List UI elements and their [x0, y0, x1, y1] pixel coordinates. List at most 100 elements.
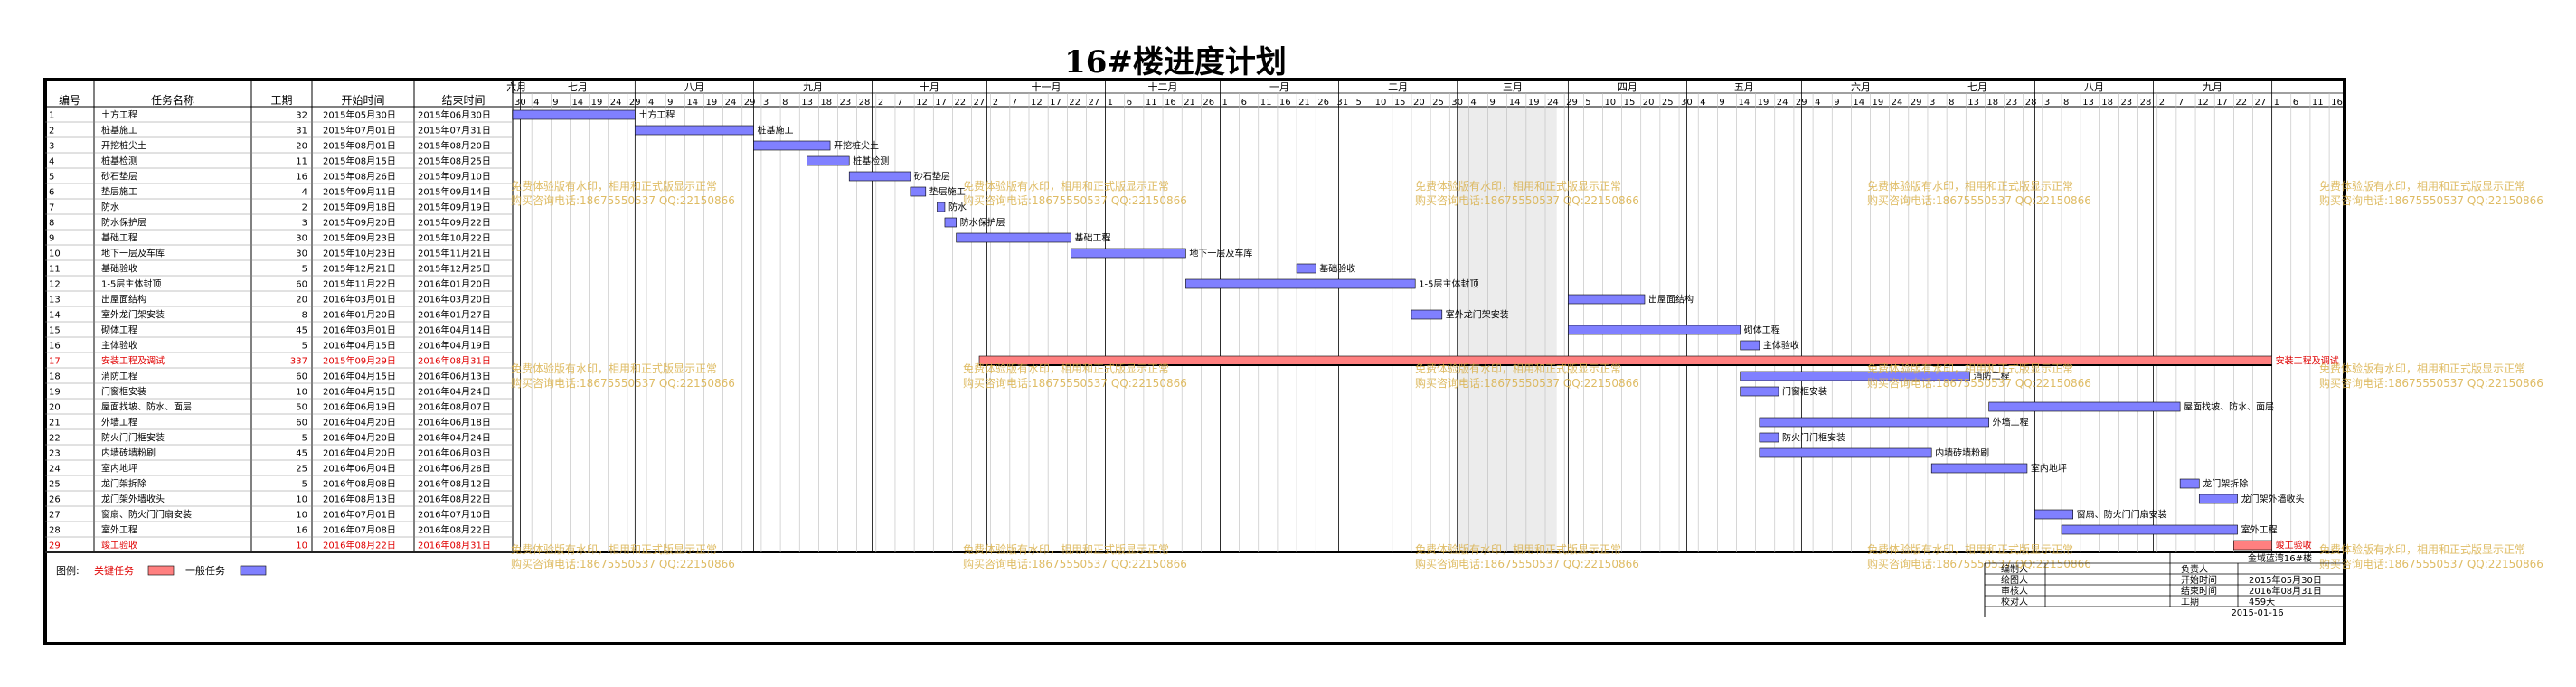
- task-name: 土方工程: [101, 109, 137, 121]
- info-left-label: 审核人: [2001, 585, 2028, 597]
- task-duration: 20: [296, 296, 307, 306]
- task-end: 2016年06月28日: [418, 463, 491, 475]
- task-duration: 3: [302, 219, 307, 229]
- task-end: 2016年01月27日: [418, 309, 491, 321]
- task-bar-label: 土方工程: [638, 109, 675, 121]
- day-tick-label: 18: [2101, 98, 2113, 108]
- day-tick-label: 8: [782, 98, 788, 108]
- day-tick-label: 23: [2120, 98, 2132, 108]
- watermark-line-2: 购买咨询电话:18675550537 QQ:22150866: [963, 376, 1187, 390]
- task-start: 2015年08月26日: [323, 171, 396, 183]
- day-tick-label: 5: [1356, 98, 1362, 108]
- task-bar[interactable]: [1296, 263, 1316, 274]
- task-start: 2016年01月20日: [323, 309, 396, 321]
- task-duration: 4: [302, 188, 307, 198]
- info-left-label: 编制人: [2001, 563, 2028, 575]
- day-tick-label: 20: [1413, 98, 1425, 108]
- day-tick-label: 7: [1012, 98, 1017, 108]
- task-bar[interactable]: [1759, 417, 1989, 428]
- day-tick-label: 17: [2216, 98, 2228, 108]
- day-tick-label: 12: [2197, 98, 2209, 108]
- task-end: 2016年04月19日: [418, 340, 491, 352]
- watermark-line-2: 购买咨询电话:18675550537 QQ:22150866: [1867, 376, 2091, 390]
- month-label: 十一月: [1032, 80, 1062, 93]
- day-tick-label: 2: [878, 98, 883, 108]
- task-bar[interactable]: [512, 109, 636, 120]
- task-end: 2016年08月07日: [418, 401, 491, 413]
- task-bar[interactable]: [978, 355, 2272, 366]
- task-start: 2016年03月01日: [323, 325, 396, 336]
- task-bar[interactable]: [1071, 248, 1186, 259]
- task-bar-label: 主体验收: [1763, 340, 1799, 352]
- task-duration: 30: [296, 234, 307, 244]
- task-bar[interactable]: [1930, 463, 2028, 474]
- task-bar[interactable]: [1988, 401, 2181, 412]
- task-bar[interactable]: [2034, 509, 2073, 520]
- task-duration: 45: [296, 326, 307, 336]
- task-bar[interactable]: [1185, 278, 1416, 289]
- task-bar[interactable]: [937, 202, 946, 212]
- task-bar[interactable]: [753, 140, 831, 151]
- watermark-line-1: 免费体验版有水印，相用和正式版显示正常: [1867, 179, 2073, 193]
- task-end: 2015年08月20日: [418, 140, 491, 152]
- day-tick-label: 22: [2235, 98, 2247, 108]
- month-label: 六月: [1851, 81, 1871, 93]
- task-name: 防水: [101, 202, 119, 213]
- task-id: 17: [49, 357, 61, 367]
- month-label: 九月: [803, 81, 823, 93]
- day-tick-label: 10: [1375, 98, 1387, 108]
- legend-critical-label: 关键任务: [94, 564, 134, 577]
- task-bar-label: 消防工程: [1973, 371, 2009, 382]
- task-bar[interactable]: [1759, 447, 1932, 458]
- task-bar[interactable]: [1411, 309, 1443, 320]
- task-end: 2016年07月10日: [418, 509, 491, 521]
- task-start: 2016年07月01日: [323, 509, 396, 521]
- legend-label: 图例:: [56, 564, 80, 577]
- day-tick-label: 12: [1031, 98, 1043, 108]
- task-id: 8: [49, 219, 54, 229]
- task-bar[interactable]: [1740, 340, 1760, 351]
- task-bar[interactable]: [1740, 386, 1779, 397]
- task-start: 2016年08月08日: [323, 478, 396, 490]
- task-duration: 16: [296, 173, 307, 183]
- task-duration: 337: [290, 357, 307, 367]
- task-bar-label: 砌体工程: [1744, 325, 1780, 336]
- task-id: 10: [49, 249, 61, 259]
- task-bar[interactable]: [2233, 540, 2272, 551]
- task-bar[interactable]: [1759, 432, 1779, 443]
- task-bar[interactable]: [2061, 524, 2238, 535]
- day-tick-label: 16: [1165, 98, 1176, 108]
- task-bar[interactable]: [2198, 494, 2238, 504]
- task-duration: 10: [296, 388, 307, 398]
- task-bar[interactable]: [956, 232, 1071, 243]
- legend-normal-label: 一般任务: [185, 565, 225, 577]
- table-header: 工期: [270, 94, 292, 107]
- task-bar[interactable]: [848, 171, 911, 182]
- day-tick-label: 15: [1624, 98, 1636, 108]
- task-start: 2016年04月15日: [323, 386, 396, 398]
- day-tick-label: 9: [1719, 98, 1724, 108]
- task-bar[interactable]: [2179, 478, 2200, 489]
- day-tick-label: 13: [2082, 98, 2094, 108]
- task-bar[interactable]: [807, 155, 850, 166]
- task-name: 外墙工程: [101, 417, 137, 428]
- task-bar[interactable]: [1740, 371, 1970, 381]
- day-tick-label: 22: [954, 98, 966, 108]
- task-bar-label: 防火门门框安装: [1782, 432, 1845, 444]
- task-duration: 60: [296, 419, 307, 428]
- task-bar[interactable]: [1568, 294, 1646, 305]
- day-tick-label: 19: [705, 98, 717, 108]
- day-tick-label: 8: [2063, 98, 2069, 108]
- task-start: 2015年08月01日: [323, 140, 396, 152]
- info-right-label: 负责人: [2181, 563, 2208, 575]
- day-tick-label: 14: [1509, 98, 1521, 108]
- task-bar[interactable]: [1568, 325, 1741, 335]
- task-name: 门窗框安装: [101, 386, 146, 398]
- task-bar[interactable]: [635, 125, 754, 136]
- info-right-label: 结束时间: [2181, 585, 2217, 597]
- day-tick-label: 17: [1050, 98, 1062, 108]
- task-bar[interactable]: [944, 217, 957, 228]
- task-bar[interactable]: [910, 186, 927, 197]
- task-end: 2016年03月20日: [418, 294, 491, 306]
- task-name: 消防工程: [101, 371, 137, 382]
